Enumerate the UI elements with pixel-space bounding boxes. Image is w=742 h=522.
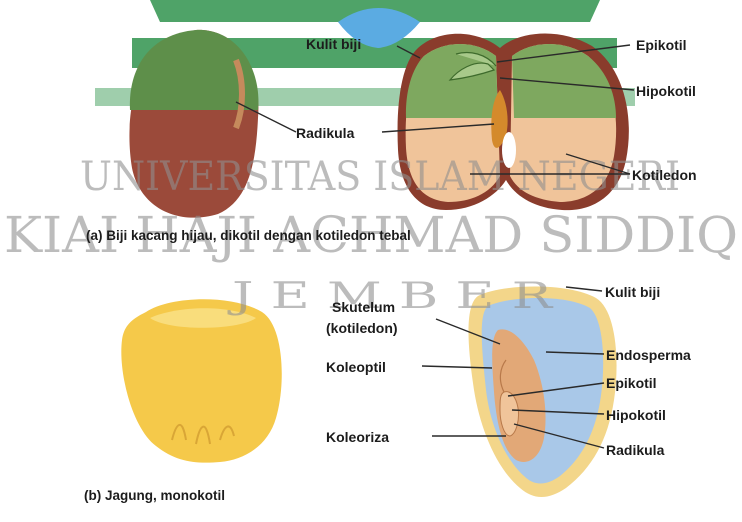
label-epikotil-b: Epikotil — [606, 375, 657, 391]
label-radikula-b: Radikula — [606, 442, 665, 458]
label-skutelum-b: Skutelum — [332, 299, 395, 315]
label-koleoptil-b: Koleoptil — [326, 359, 386, 375]
label-hipokotil-a: Hipokotil — [636, 83, 696, 99]
corn-kernel-external — [121, 299, 281, 462]
label-radikula-a: Radikula — [296, 125, 355, 141]
label-epikotil-a: Epikotil — [636, 37, 687, 53]
label-kulit-biji-b: Kulit biji — [605, 284, 660, 300]
label-hipokotil-b: Hipokotil — [606, 407, 666, 423]
label-kotiledon-a: Kotiledon — [632, 167, 697, 183]
label-koleoriza-b: Koleoriza — [326, 429, 389, 445]
label-kulit-biji-a: Kulit biji — [306, 36, 361, 52]
label-endosperma-b: Endosperma — [606, 347, 691, 363]
label-skutelum-kotiledon-b: (kotiledon) — [326, 320, 398, 336]
caption-figure-b: (b) Jagung, monokotil — [84, 488, 225, 503]
caption-figure-a: (a) Biji kacang hijau, dikotil dengan ko… — [86, 228, 411, 243]
